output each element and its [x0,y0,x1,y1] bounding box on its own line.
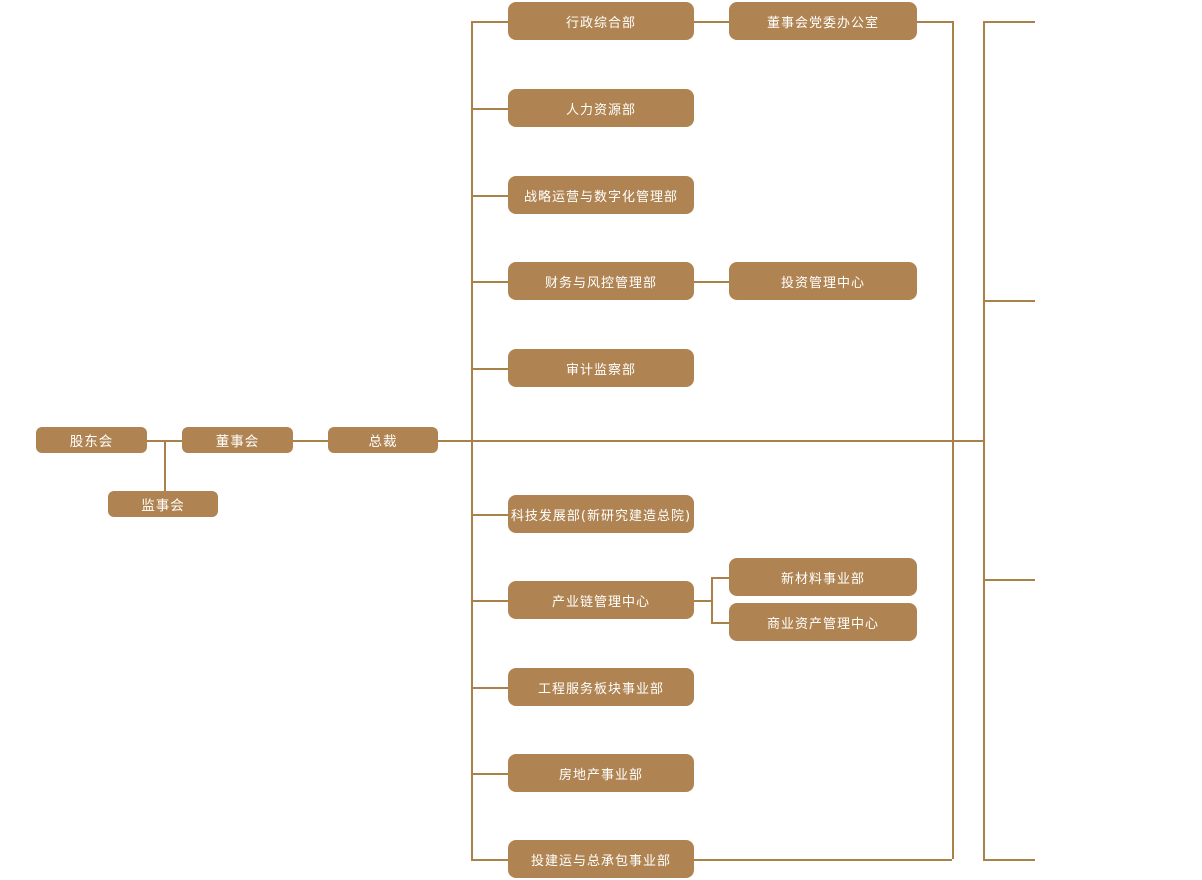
node-shareholders: 股东会 [36,427,147,453]
connector-industry-chain-riser [711,577,713,622]
node-admin-dept: 行政综合部 [508,2,694,40]
stub-admin [471,21,508,23]
stub-hr [471,108,508,110]
node-party-committee-office: 董事会党委办公室 [729,2,917,40]
rail-right-outer [983,21,985,859]
connector-commercial-assets-in [711,622,729,624]
node-board-of-directors: 董事会 [182,427,293,453]
stub-right-3 [983,579,1035,581]
node-engineering-services-dept: 工程服务板块事业部 [508,668,694,706]
stub-audit [471,368,508,370]
stub-finance [471,281,508,283]
stub-engineering [471,687,508,689]
connector-board-president [293,440,328,442]
stub-epc [471,859,508,861]
stub-industry-chain [471,600,508,602]
stub-strategy [471,195,508,197]
stub-right-1 [983,21,1035,23]
stub-real-estate [471,773,508,775]
connector-epc-rail [694,859,952,861]
node-commercial-assets-center: 商业资产管理中心 [729,603,917,641]
node-supervisory-board: 监事会 [108,491,218,517]
node-hr-dept: 人力资源部 [508,89,694,127]
node-real-estate-dept: 房地产事业部 [508,754,694,792]
node-industry-chain-center: 产业链管理中心 [508,581,694,619]
node-audit-supervision-dept: 审计监察部 [508,349,694,387]
node-finance-risk-dept: 财务与风控管理部 [508,262,694,300]
node-new-materials-dept: 新材料事业部 [729,558,917,596]
rail-right-inner [952,21,954,859]
stub-right-2 [983,300,1035,302]
connector-new-materials-in [711,577,729,579]
connector-industry-chain-out [694,600,711,602]
node-epc-dept: 投建运与总承包事业部 [508,840,694,878]
connector-admin-party-office [694,21,729,23]
connector-supervisory-drop [164,440,166,491]
stub-right-4 [983,859,1035,861]
stub-tech [471,514,508,516]
node-strategy-digital-dept: 战略运营与数字化管理部 [508,176,694,214]
connector-president-trunk [438,440,983,442]
rail-left [471,21,473,859]
node-tech-development-dept: 科技发展部(新研究建造总院) [508,495,694,533]
node-investment-center: 投资管理中心 [729,262,917,300]
connector-finance-investment [694,281,729,283]
connector-party-office-rail [917,21,952,23]
node-president: 总裁 [328,427,438,453]
